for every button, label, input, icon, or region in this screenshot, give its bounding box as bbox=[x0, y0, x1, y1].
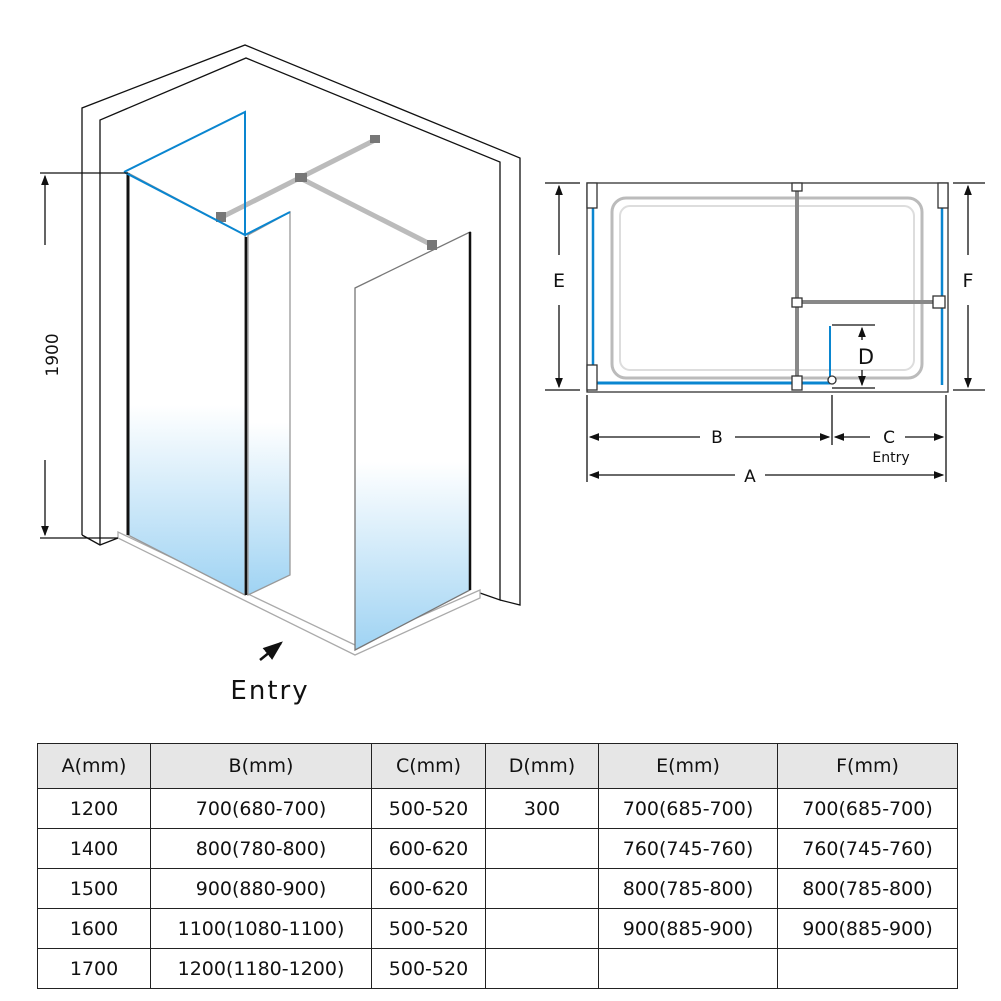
header-f: F(mm) bbox=[777, 743, 958, 789]
cell bbox=[485, 828, 599, 869]
entry-arrow-icon bbox=[259, 641, 283, 661]
cell: 900(885-900) bbox=[777, 908, 958, 949]
cell: 600-620 bbox=[371, 828, 486, 869]
cell bbox=[485, 948, 599, 989]
floor-tray bbox=[117, 530, 481, 656]
cell bbox=[485, 908, 599, 949]
header-a: A(mm) bbox=[37, 743, 151, 789]
size-table: A(mm) B(mm) C(mm) D(mm) E(mm) F(mm) 1200… bbox=[37, 743, 958, 989]
dim-c-label: C bbox=[883, 428, 895, 448]
entry-glass-panel bbox=[354, 230, 471, 652]
dim-e-label: E bbox=[553, 270, 565, 292]
header-d: D(mm) bbox=[485, 743, 599, 789]
isometric-view bbox=[40, 44, 521, 661]
height-dimension bbox=[40, 172, 128, 539]
cell bbox=[598, 948, 778, 989]
cell: 900(885-900) bbox=[598, 908, 778, 949]
cell bbox=[485, 868, 599, 909]
cell: 700(685-700) bbox=[777, 788, 958, 829]
dim-d-label: D bbox=[858, 345, 874, 369]
dim-f-label: F bbox=[963, 270, 974, 292]
header-c: C(mm) bbox=[371, 743, 486, 789]
dim-a-label: A bbox=[744, 467, 756, 487]
plan-entry-label: Entry bbox=[872, 450, 909, 466]
table-header-row: A(mm) B(mm) C(mm) D(mm) E(mm) F(mm) bbox=[37, 743, 958, 789]
cell: 600-620 bbox=[371, 868, 486, 909]
header-e: E(mm) bbox=[598, 743, 778, 789]
header-b: B(mm) bbox=[150, 743, 372, 789]
cell bbox=[777, 948, 958, 989]
cell: 760(745-760) bbox=[598, 828, 778, 869]
dim-b-label: B bbox=[711, 428, 723, 448]
cell: 500-520 bbox=[371, 908, 486, 949]
plan-view bbox=[545, 182, 985, 482]
blue-outline bbox=[123, 110, 291, 237]
cell: 800(785-800) bbox=[777, 868, 958, 909]
cell: 700(680-700) bbox=[150, 788, 372, 829]
cell: 1200(1180-1200) bbox=[150, 948, 372, 989]
cell: 700(685-700) bbox=[598, 788, 778, 829]
fixed-glass-panel bbox=[127, 171, 246, 597]
cell: 1400 bbox=[37, 828, 151, 869]
cell: 760(745-760) bbox=[777, 828, 958, 869]
cell: 500-520 bbox=[371, 788, 486, 829]
cell: 1200 bbox=[37, 788, 151, 829]
cell: 1600 bbox=[37, 908, 151, 949]
cell: 300 bbox=[485, 788, 599, 829]
support-bars bbox=[218, 137, 434, 248]
cell: 500-520 bbox=[371, 948, 486, 989]
cell: 900(880-900) bbox=[150, 868, 372, 909]
return-glass-panel bbox=[247, 210, 291, 597]
entry-label: Entry bbox=[230, 676, 309, 706]
cell: 800(785-800) bbox=[598, 868, 778, 909]
height-label: 1900 bbox=[43, 333, 63, 376]
cell: 1500 bbox=[37, 868, 151, 909]
cell: 1700 bbox=[37, 948, 151, 989]
cell: 1100(1080-1100) bbox=[150, 908, 372, 949]
cell: 800(780-800) bbox=[150, 828, 372, 869]
